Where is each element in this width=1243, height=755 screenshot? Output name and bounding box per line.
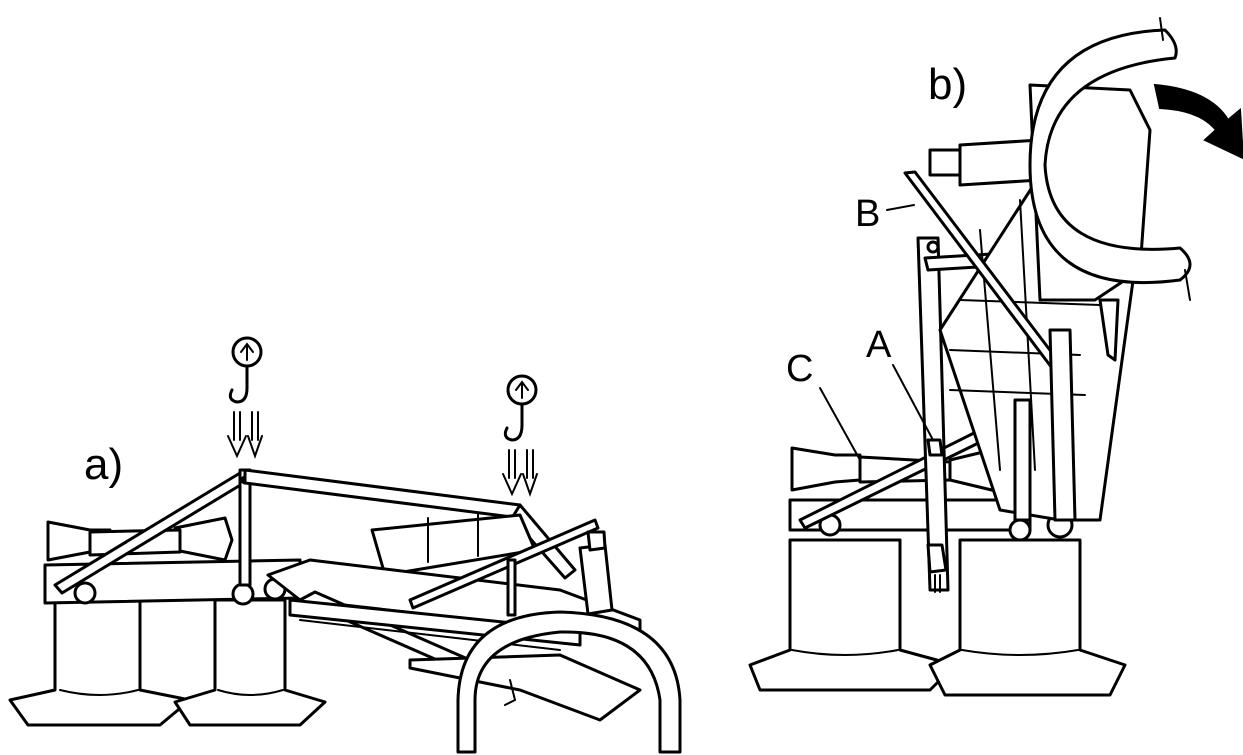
panel-b-illustration — [748, 17, 1243, 697]
lifting-frame-post — [238, 468, 252, 587]
roller-left — [73, 581, 97, 605]
part-c-label: C — [786, 348, 814, 390]
panel-a-label: a) — [84, 440, 124, 489]
panel-a-illustration — [8, 336, 682, 754]
bar-a — [926, 438, 944, 457]
part-a-label: A — [866, 324, 892, 366]
upright-frame — [916, 236, 950, 592]
right-disc-drum-b — [928, 538, 1127, 697]
lifting-hook-right — [502, 374, 538, 498]
part-b-label: B — [855, 193, 881, 235]
headstock-arch-b — [1028, 28, 1192, 285]
guard-rod — [408, 518, 600, 610]
roller-center — [231, 582, 255, 606]
center-disc-drum — [173, 598, 327, 727]
left-disc-drum-b — [748, 538, 957, 692]
left-disc-drum — [8, 598, 192, 727]
lifting-hook-left — [227, 336, 263, 460]
top-link-beam — [243, 468, 522, 520]
label-leader-lines — [819, 204, 934, 461]
drawbar — [408, 653, 642, 722]
panel-b-label: b) — [928, 60, 968, 109]
right-cone — [173, 516, 234, 562]
rotation-arrow-icon — [1153, 83, 1243, 160]
headstock-arch — [456, 610, 682, 754]
